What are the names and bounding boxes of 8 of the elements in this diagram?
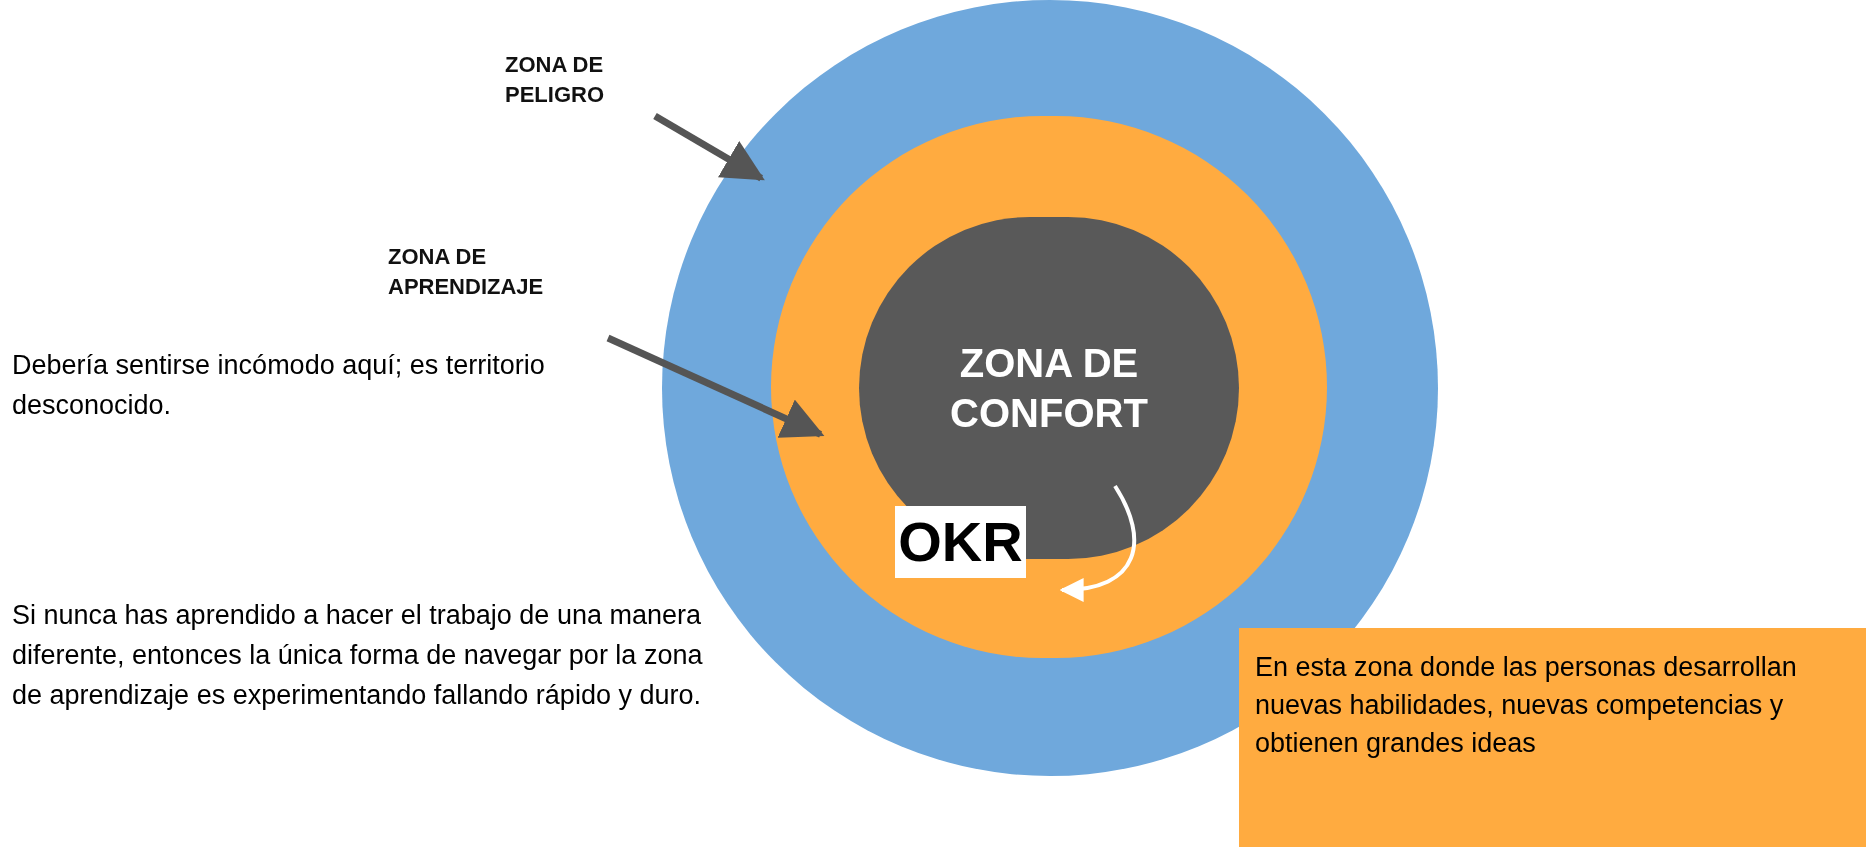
- zone-label: ZONA DE APRENDIZAJE: [388, 242, 608, 302]
- body-text: Debería sentirse incómodo aquí; es territorio desconocido.: [12, 349, 546, 422]
- note-box: En esta zona donde las personas desarrollan nuevas habilidades, nuevas competencias y obtienen grandes ideas: [1239, 628, 1866, 847]
- arrow: [606, 334, 825, 438]
- okr-box: OKR: [895, 506, 1026, 578]
- body-text: Si nunca has aprendido a hacer el trabajo de una manera diferente, entonces la única forma de navegar por la zona de aprendizaje es experimentando fallando rápido y duro.: [12, 599, 704, 712]
- arrow: [653, 112, 765, 182]
- zone-label: ZONA DE PELIGRO: [505, 50, 655, 110]
